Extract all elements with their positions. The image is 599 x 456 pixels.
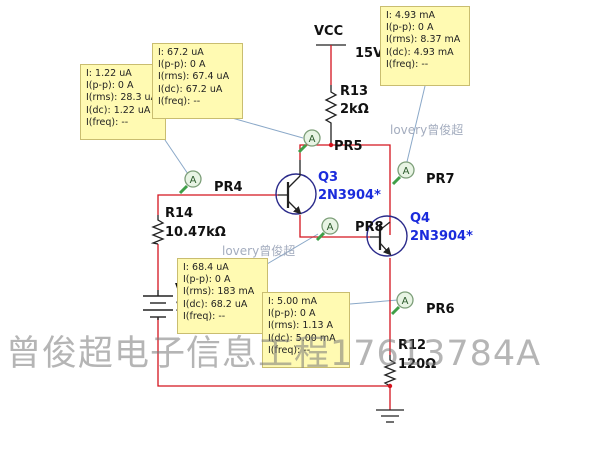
pr5-reading-irms: I(rms): 67.4 uA xyxy=(158,71,230,83)
leader-pr4 xyxy=(164,139,189,175)
pr4-reading-irms: I(rms): 28.3 uA xyxy=(86,92,158,104)
watermark-small-1: lovery曾俊超 xyxy=(390,123,464,137)
pr7-label: PR7 xyxy=(426,172,455,187)
r13-name: R13 xyxy=(340,84,369,99)
pr7-reading-ifreq: I(freq): -- xyxy=(386,58,429,70)
probe-pr4-symbol[interactable]: A xyxy=(178,170,202,195)
probe-pr6-symbol[interactable]: A xyxy=(390,291,414,316)
leader-pr7 xyxy=(405,85,426,167)
pr5-reading-ifreq: I(freq): -- xyxy=(158,95,201,107)
vcc-voltage: 15V xyxy=(355,46,384,61)
resistor-r13 xyxy=(324,85,338,145)
probe-pr6-readout: I: 5.00 mA I(p-p): 0 A I(rms): 1.13 A I(… xyxy=(262,292,350,368)
probe-pr8-glyph: A xyxy=(327,222,334,233)
leader-pr8 xyxy=(266,233,319,265)
pr6-label: PR6 xyxy=(426,302,455,317)
pr6-reading-idc: I(dc): 5.00 mA xyxy=(268,332,336,344)
q4-model: 2N3904* xyxy=(410,229,473,244)
pr8-reading-ifreq: I(freq): -- xyxy=(183,310,226,322)
r14-name: R14 xyxy=(165,206,194,221)
probe-pr5-symbol[interactable]: A xyxy=(297,129,321,154)
wire-r14-to-q3-base xyxy=(157,194,278,215)
leader-pr6 xyxy=(349,299,399,305)
leader-pr5 xyxy=(231,117,304,139)
callout-leaders xyxy=(164,85,426,305)
r14-value: 10.47kΩ xyxy=(165,225,226,240)
battery-source xyxy=(143,290,173,320)
q3-model: 2N3904* xyxy=(318,188,381,203)
pr4-reading-ipp: I(p-p): 0 A xyxy=(86,80,134,92)
q3-name: Q3 xyxy=(318,170,339,185)
vcc-label: VCC xyxy=(314,24,344,39)
transistor-q4 xyxy=(366,215,408,257)
pr7-reading-i: I: 4.93 mA xyxy=(386,10,435,21)
watermark-large: 曾俊超电子信息工程17613784A xyxy=(6,334,542,374)
pr5-reading-idc: I(dc): 67.2 uA xyxy=(158,83,223,95)
probe-pr5-glyph: A xyxy=(309,134,316,145)
junction-dot xyxy=(328,142,334,148)
junction-dot-ground xyxy=(387,383,393,389)
resistor-r14 xyxy=(150,215,165,245)
probe-pr8-symbol[interactable]: A xyxy=(315,217,339,242)
vcc-supply xyxy=(316,44,346,85)
probe-pr5-readout: I: 67.2 uA I(p-p): 0 A I(rms): 67.4 uA I… xyxy=(152,43,243,119)
probe-pr6-glyph: A xyxy=(402,296,409,307)
r12-value: 120Ω xyxy=(398,357,437,372)
pr7-reading-irms: I(rms): 8.37 mA xyxy=(386,34,461,46)
r13-value: 2kΩ xyxy=(340,102,369,117)
pr8-label: PR8 xyxy=(355,220,384,235)
pr6-reading-ifreq: I(freq): -- xyxy=(268,344,311,356)
pr6-reading-i: I: 5.00 mA xyxy=(268,296,317,307)
probe-pr4-glyph: A xyxy=(190,175,197,186)
wire-q3-emitter-to-q4-base xyxy=(299,215,370,238)
pr8-reading-i: I: 68.4 uA xyxy=(183,262,229,273)
probe-pr7-glyph: A xyxy=(403,166,410,177)
resistor-r12 xyxy=(383,355,397,387)
r12-name: R12 xyxy=(398,338,427,353)
pr5-reading-i: I: 67.2 uA xyxy=(158,47,204,58)
probe-pr7-symbol[interactable]: A xyxy=(391,161,415,186)
probe-pr7-readout: I: 4.93 mA I(p-p): 0 A I(rms): 8.37 mA I… xyxy=(380,6,470,86)
q4-name: Q4 xyxy=(410,211,431,226)
transistor-q3 xyxy=(275,160,317,215)
pr6-reading-irms: I(rms): 1.13 A xyxy=(268,320,334,332)
pr5-reading-ipp: I(p-p): 0 A xyxy=(158,59,206,71)
pr4-reading-idc: I(dc): 1.22 uA xyxy=(86,104,151,116)
pr4-reading-ifreq: I(freq): -- xyxy=(86,116,129,128)
pr5-label: PR5 xyxy=(334,139,363,154)
ground-symbol xyxy=(376,409,404,423)
pr4-label: PR4 xyxy=(214,180,243,195)
pr7-reading-idc: I(dc): 4.93 mA xyxy=(386,46,454,58)
watermark-small-2: lovery曾俊超 xyxy=(222,244,296,258)
probe-pr8-readout: I: 68.4 uA I(p-p): 0 A I(rms): 183 mA I(… xyxy=(177,258,268,334)
pr8-reading-idc: I(dc): 68.2 uA xyxy=(183,298,248,310)
pr8-reading-irms: I(rms): 183 mA xyxy=(183,286,255,298)
pr8-reading-ipp: I(p-p): 0 A xyxy=(183,274,231,286)
pr6-reading-ipp: I(p-p): 0 A xyxy=(268,308,316,320)
pr7-reading-ipp: I(p-p): 0 A xyxy=(386,22,434,34)
pr4-reading-i: I: 1.22 uA xyxy=(86,68,132,79)
